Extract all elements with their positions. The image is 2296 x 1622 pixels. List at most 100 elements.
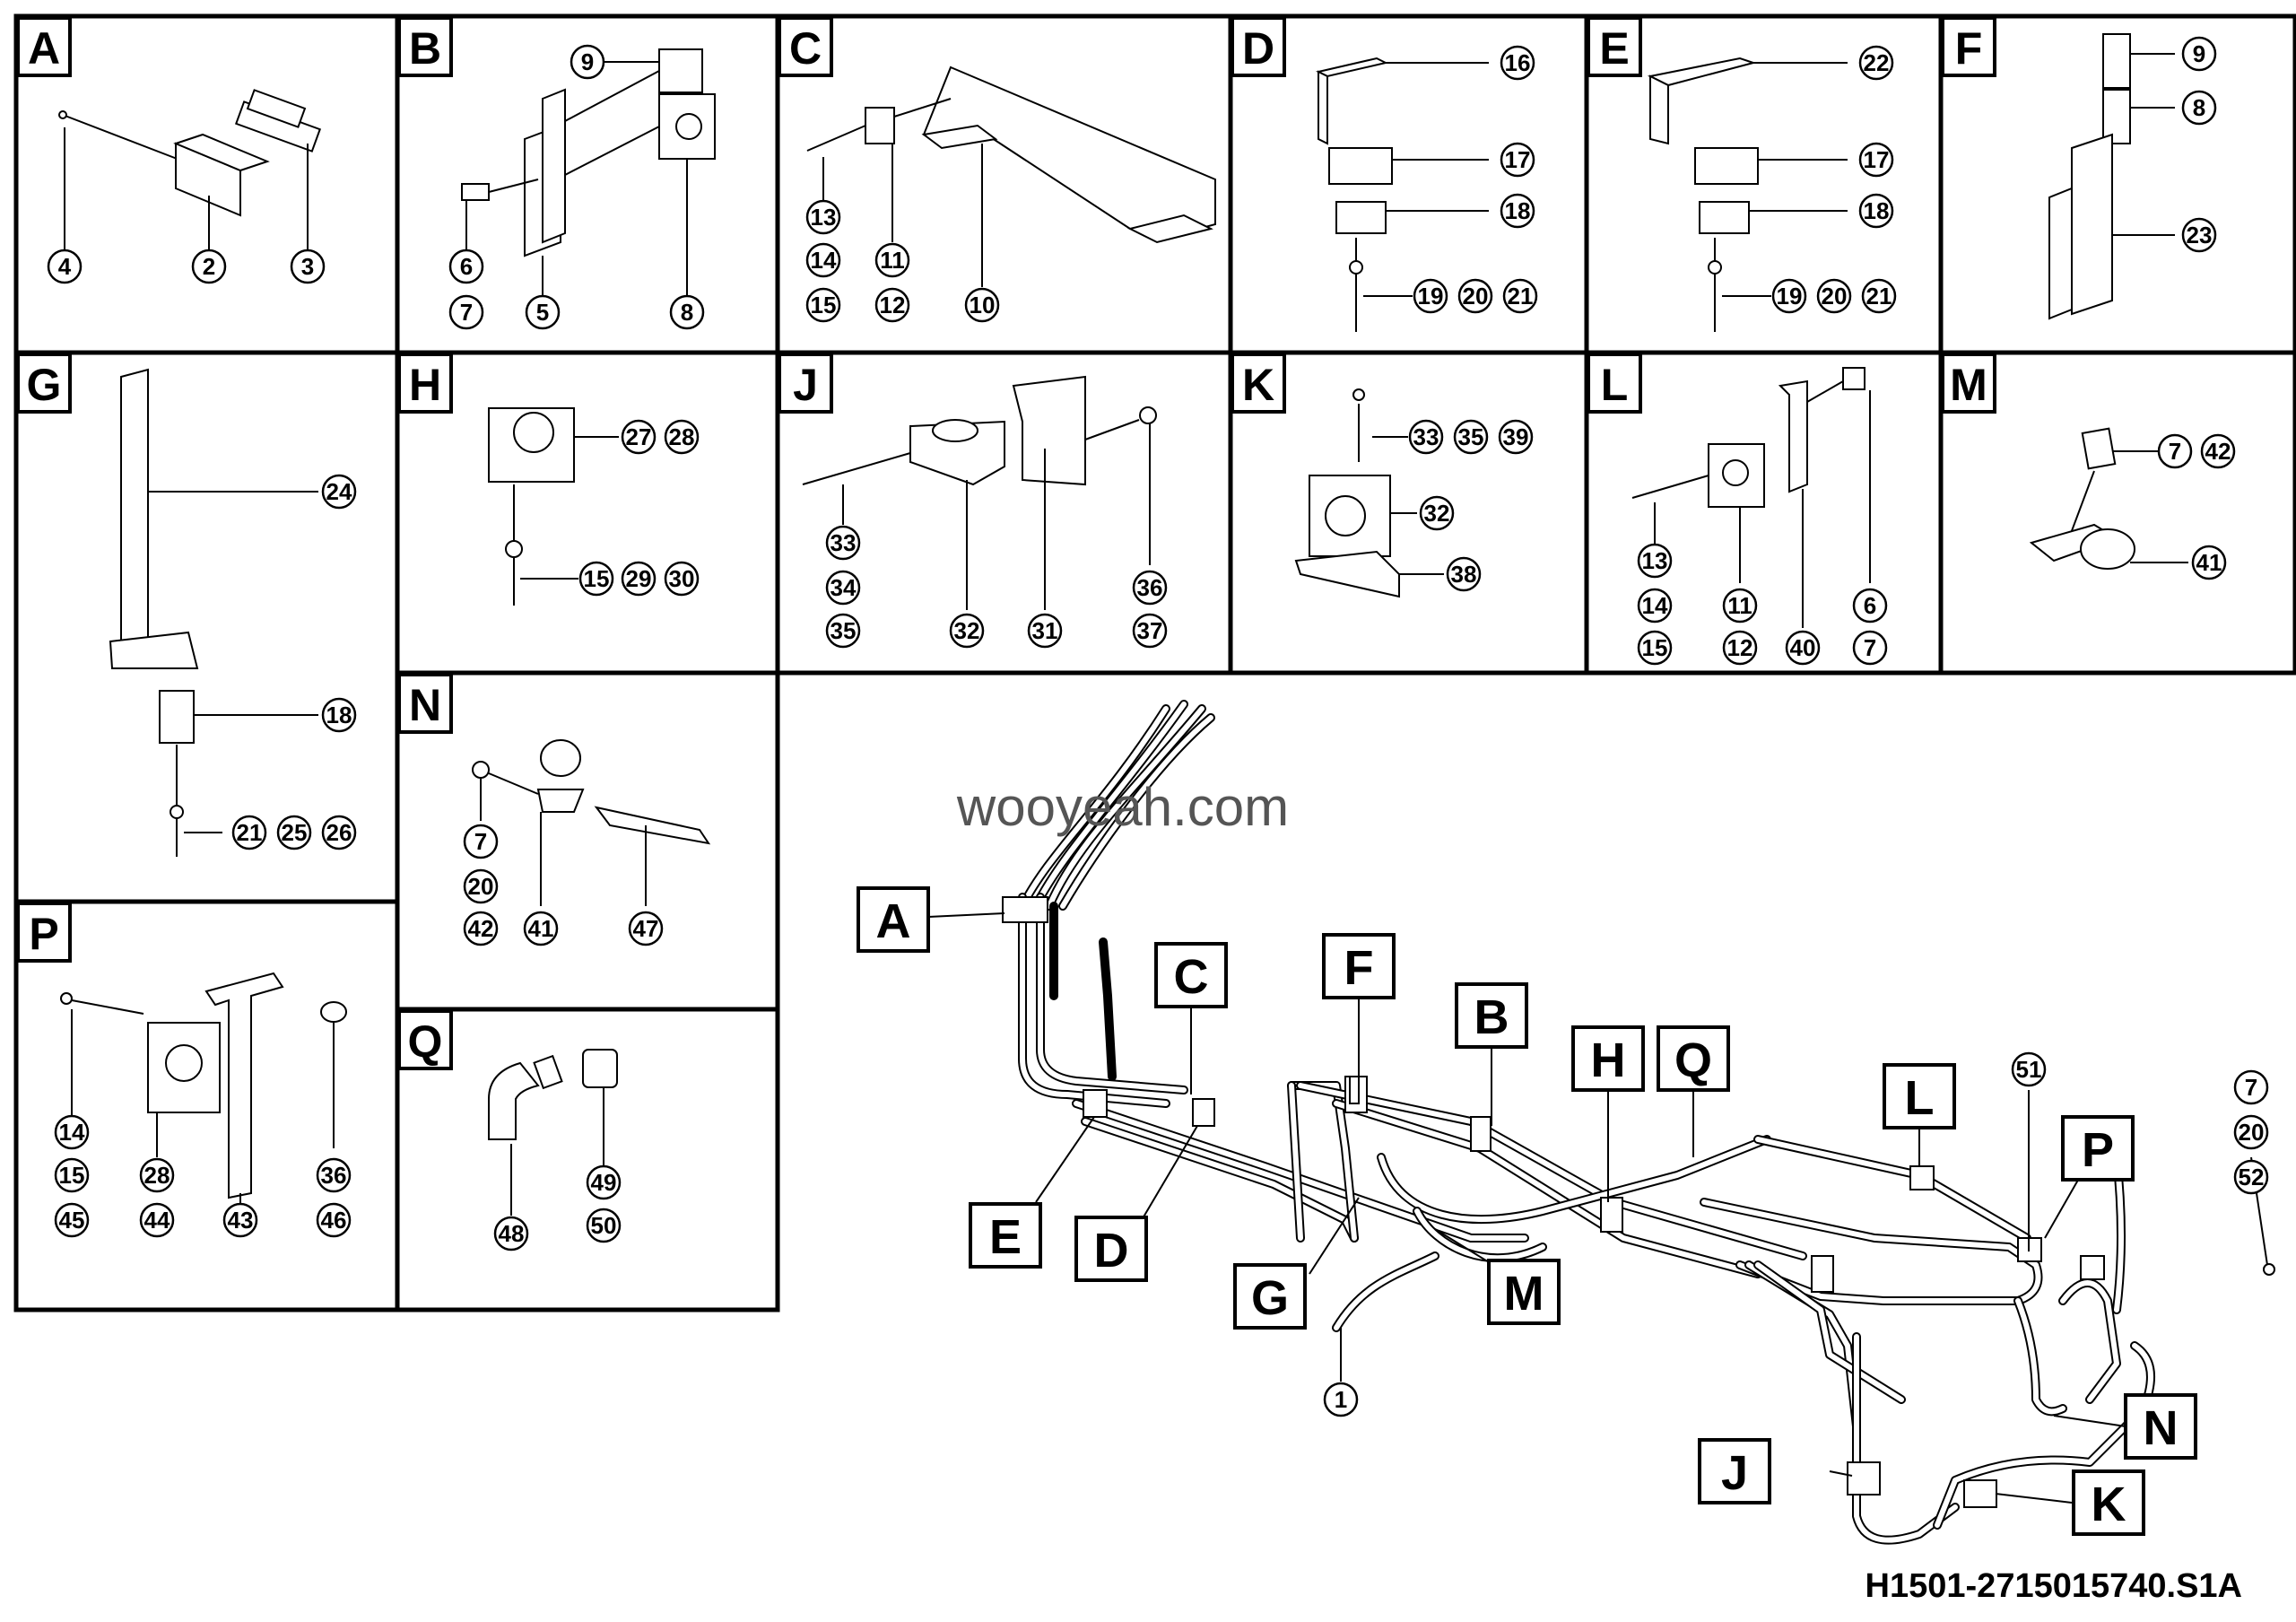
watermark: wooyeah.com: [956, 777, 1289, 837]
svg-text:D: D: [1094, 1224, 1129, 1278]
svg-text:17: 17: [1505, 146, 1531, 173]
assembly-label-m: M: [1487, 1259, 1561, 1325]
panel-q-drawing: [488, 1049, 618, 1216]
panel-tab-m: M: [1941, 353, 1996, 414]
svg-text:5: 5: [536, 299, 549, 326]
assembly-label-a: A: [857, 886, 930, 953]
svg-text:21: 21: [237, 819, 263, 846]
assembly-label-l: L: [1883, 1063, 1956, 1129]
svg-text:M: M: [1950, 360, 1987, 410]
svg-text:3: 3: [301, 253, 314, 280]
svg-text:37: 37: [1137, 617, 1163, 644]
svg-text:N: N: [409, 680, 441, 730]
panel-p-drawing: [60, 972, 347, 1207]
svg-text:20: 20: [1822, 283, 1848, 310]
panel-tab-e: E: [1587, 16, 1642, 77]
panel-j-drawing: [802, 375, 1157, 610]
svg-text:C: C: [789, 23, 822, 74]
svg-text:12: 12: [880, 292, 906, 318]
assembly-label-b: B: [1455, 982, 1528, 1049]
svg-text:15: 15: [811, 292, 837, 318]
svg-text:B: B: [409, 23, 441, 74]
svg-text:33: 33: [831, 529, 857, 556]
assembly-label-k: K: [2072, 1469, 2145, 1536]
svg-text:18: 18: [1505, 197, 1531, 224]
svg-text:34: 34: [831, 574, 857, 601]
panel-tab-j: J: [778, 353, 833, 414]
svg-text:33: 33: [1413, 423, 1439, 450]
svg-text:41: 41: [2196, 549, 2222, 576]
assembly-label-h: H: [1571, 1025, 1645, 1092]
panel-h-drawing: [488, 407, 619, 606]
svg-text:28: 28: [144, 1162, 170, 1189]
svg-text:16: 16: [1505, 49, 1531, 76]
svg-text:32: 32: [1424, 500, 1450, 527]
svg-text:47: 47: [633, 915, 659, 942]
svg-text:L: L: [1601, 360, 1629, 410]
panel-callouts: 4 2 3 9 6 7 5 8 13 14 15 11 12 10 16 17 …: [47, 36, 2236, 1251]
svg-text:19: 19: [1777, 283, 1803, 310]
svg-text:17: 17: [1864, 146, 1890, 173]
svg-text:Q: Q: [1674, 1033, 1712, 1087]
panel-frames: [13, 13, 2296, 1312]
panel-tab-k: K: [1231, 353, 1286, 414]
panel-k-drawing: [1294, 388, 1444, 598]
svg-text:29: 29: [626, 565, 652, 592]
svg-text:20: 20: [468, 873, 494, 900]
svg-text:E: E: [989, 1210, 1022, 1264]
svg-text:7: 7: [460, 299, 473, 326]
svg-text:41: 41: [528, 915, 554, 942]
svg-text:N: N: [2144, 1401, 2179, 1455]
svg-text:30: 30: [669, 565, 695, 592]
svg-text:E: E: [1599, 23, 1629, 74]
svg-text:49: 49: [591, 1169, 617, 1196]
panel-tab-b: B: [397, 16, 453, 77]
assembly-letter-boxes: A C F B H Q L P E D G M N J K: [857, 886, 2197, 1536]
panel-g-drawing: [109, 368, 318, 857]
svg-text:L: L: [1905, 1071, 1935, 1125]
svg-text:G: G: [27, 360, 62, 410]
panel-tab-c: C: [778, 16, 833, 77]
svg-text:32: 32: [954, 617, 980, 644]
svg-text:G: G: [1251, 1271, 1289, 1325]
panel-tab-l: L: [1587, 353, 1642, 414]
drawing-code: H1501-2715015740.S1A: [1866, 1567, 2242, 1605]
svg-text:45: 45: [59, 1207, 85, 1234]
svg-text:46: 46: [321, 1207, 347, 1234]
panel-a-drawing: [58, 89, 322, 251]
svg-text:H: H: [1591, 1033, 1626, 1087]
svg-text:24: 24: [326, 478, 352, 505]
assembly-label-e: E: [969, 1202, 1042, 1269]
svg-text:9: 9: [581, 48, 594, 75]
svg-text:C: C: [1174, 950, 1209, 1004]
svg-text:D: D: [1242, 23, 1274, 74]
svg-text:25: 25: [282, 819, 308, 846]
svg-text:20: 20: [1463, 283, 1489, 310]
svg-text:15: 15: [1642, 634, 1668, 661]
svg-text:28: 28: [669, 423, 695, 450]
svg-text:35: 35: [831, 617, 857, 644]
svg-text:48: 48: [499, 1220, 525, 1247]
panel-tab-p: P: [16, 902, 72, 963]
svg-text:10: 10: [970, 292, 996, 318]
panel-m-drawing: [2029, 427, 2188, 570]
svg-text:B: B: [1474, 990, 1509, 1044]
assembly-leaders: [927, 912, 2268, 1504]
svg-text:20: 20: [2239, 1119, 2265, 1146]
svg-text:38: 38: [1451, 561, 1477, 588]
svg-text:J: J: [793, 360, 818, 410]
panel-tab-h: H: [397, 353, 453, 414]
svg-text:42: 42: [468, 915, 494, 942]
svg-text:14: 14: [1642, 592, 1668, 619]
assembly-label-g: G: [1233, 1263, 1307, 1330]
svg-text:36: 36: [1137, 574, 1163, 601]
svg-text:P: P: [29, 909, 58, 959]
panel-c-drawing: [806, 65, 1216, 287]
svg-text:14: 14: [811, 247, 837, 274]
svg-text:13: 13: [811, 204, 837, 231]
assembly-label-p: P: [2061, 1115, 2135, 1182]
svg-text:K: K: [2092, 1478, 2126, 1531]
svg-text:7: 7: [1864, 634, 1876, 661]
assembly-label-q: Q: [1657, 1025, 1730, 1092]
svg-text:44: 44: [144, 1207, 170, 1234]
